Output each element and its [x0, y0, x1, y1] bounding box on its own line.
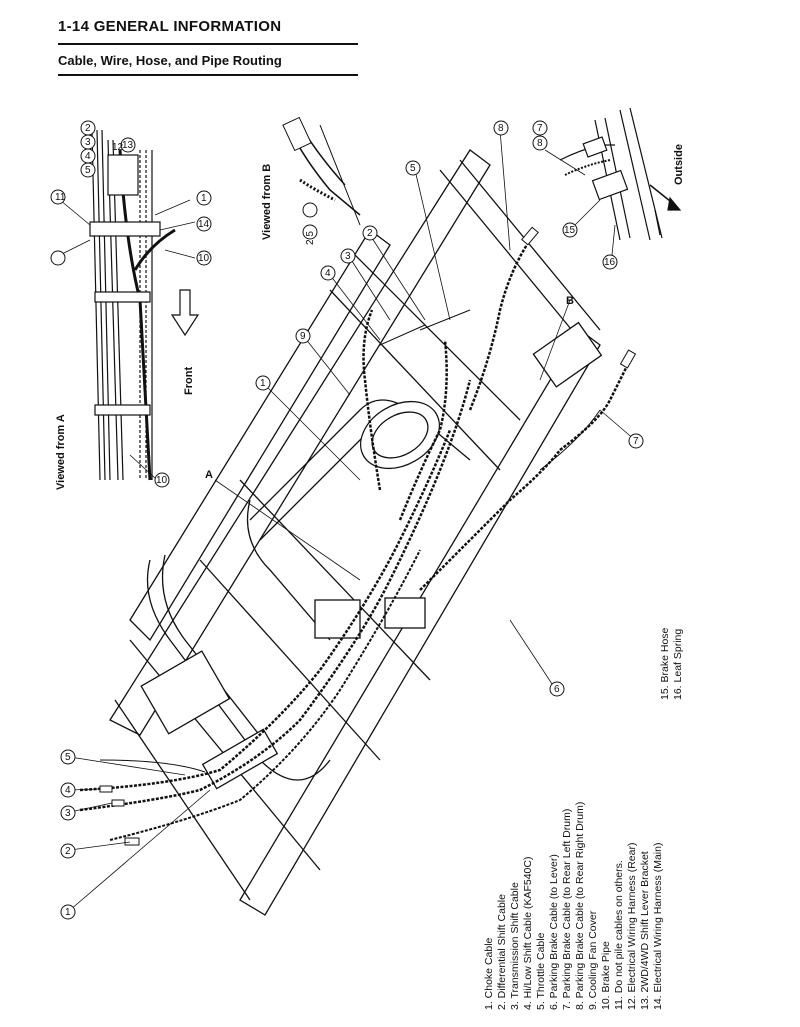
detail-inset — [532, 107, 682, 270]
outside-label: Outside — [673, 144, 685, 185]
callout-va-2: 2 — [85, 123, 91, 134]
callout-va-14: 14 — [198, 219, 210, 230]
viewed-from-b-inset — [282, 116, 361, 240]
legend-item: 5. Throttle Cable — [535, 932, 547, 1010]
viewed-from-b-label: Viewed from B — [261, 164, 273, 240]
legend-item: 4. Hi/Low Shift Cable (KAF540C) — [522, 857, 534, 1010]
legend-item: 1. Choke Cable — [483, 937, 495, 1010]
callout-main-7: 7 — [633, 436, 639, 447]
callout-detail-8: 8 — [537, 138, 543, 149]
frame-drawing — [109, 149, 603, 916]
legend-item: 13. 2WD/4WD Shift Lever Bracket — [639, 851, 651, 1010]
section-title: Cable, Wire, Hose, and Pipe Routing — [58, 53, 282, 68]
callout-main-4: 4 — [65, 785, 71, 796]
page-header: 1-14 GENERAL INFORMATION Cable, Wire, Ho… — [58, 18, 358, 76]
section-rule — [58, 74, 358, 76]
callout-main-9: 9 — [300, 331, 306, 342]
callout-numerals: 11 2 3 4 5 12 13 1 14 10 10 1 2 3 4 5 6 … — [55, 123, 639, 918]
pointer-a-label: A — [205, 469, 213, 481]
callout-va-13: 13 — [122, 140, 134, 151]
callout-main-6: 6 — [554, 684, 560, 695]
callout-main-1b: 1 — [260, 378, 266, 389]
header-rule — [58, 43, 358, 45]
callout-main-2b: 2 — [367, 228, 373, 239]
callout-main-1: 1 — [65, 907, 71, 918]
viewed-from-a-label: Viewed from A — [55, 414, 67, 490]
page-title: 1-14 GENERAL INFORMATION — [58, 18, 282, 35]
legend-item: 15. Brake Hose — [659, 627, 671, 700]
legend-item: 11. Do not pile cables on others. — [613, 860, 625, 1010]
front-label: Front — [183, 367, 195, 395]
callout-main-2: 2 — [65, 846, 71, 857]
callout-main-8: 8 — [498, 123, 504, 134]
main-callouts — [60, 120, 644, 920]
view-b-callout: 2 5 — [305, 231, 316, 245]
legend-item: 7. Parking Brake Cable (to Rear Left Dru… — [561, 809, 573, 1010]
legend-item: 6. Parking Brake Cable (to Lever) — [548, 854, 560, 1010]
legend-left-column: 1. Choke Cable 2. Differential Shift Cab… — [483, 802, 664, 1010]
legend-right-column: 15. Brake Hose 16. Leaf Spring — [659, 627, 684, 700]
legend-item: 10. Brake Pipe — [600, 941, 612, 1010]
legend-item: 16. Leaf Spring — [672, 629, 684, 700]
callout-main-5: 5 — [65, 752, 71, 763]
legend-item: 9. Cooling Fan Cover — [587, 910, 599, 1010]
callout-va-11: 11 — [55, 192, 66, 203]
callout-va-4: 4 — [85, 151, 91, 162]
callout-main-5b: 5 — [410, 163, 416, 174]
callout-detail-16: 16 — [604, 257, 616, 268]
callout-va-1: 1 — [201, 193, 207, 204]
legend-item: 2. Differential Shift Cable — [496, 894, 508, 1010]
callout-main-3b: 3 — [345, 251, 351, 262]
callout-va-3: 3 — [85, 137, 91, 148]
callout-va-10b: 10 — [156, 475, 168, 486]
callout-main-4b: 4 — [325, 268, 331, 279]
viewed-from-a-inset — [50, 120, 212, 488]
callout-detail-15: 15 — [564, 225, 576, 236]
legend-item: 8. Parking Brake Cable (to Rear Right Dr… — [574, 802, 586, 1010]
callout-va-12: 12 — [112, 142, 124, 153]
pointer-b-label: B — [566, 295, 574, 307]
legend: 1. Choke Cable 2. Differential Shift Cab… — [483, 627, 684, 1010]
callout-detail-7: 7 — [537, 123, 543, 134]
callout-main-3: 3 — [65, 808, 71, 819]
callout-va-10a: 10 — [198, 253, 210, 264]
legend-item: 12. Electrical Wiring Harness (Rear) — [626, 843, 638, 1010]
callout-va-5: 5 — [85, 165, 91, 176]
legend-item: 14. Electrical Wiring Harness (Main) — [652, 843, 664, 1010]
legend-item: 3. Transmission Shift Cable — [509, 882, 521, 1010]
